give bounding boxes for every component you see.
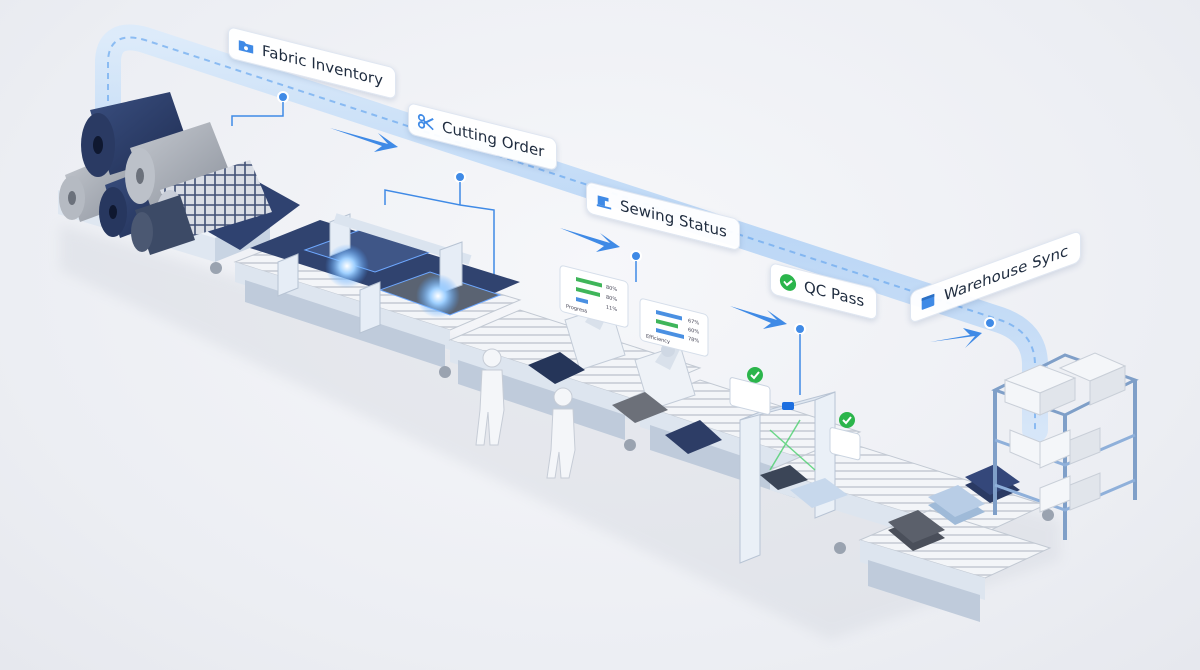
stage-label-qc: QC Pass (770, 262, 878, 321)
data-node (630, 250, 642, 262)
data-nodes (231, 91, 996, 395)
qc-screen (829, 427, 861, 461)
flow-arrow (330, 128, 398, 152)
flow-arrow (560, 228, 620, 252)
garment-navy (665, 420, 722, 454)
dashboard-efficiency: Efficiency 67% 60% 78% (639, 298, 709, 357)
cutting-machine (250, 213, 520, 334)
workers (475, 348, 576, 479)
folder-icon (238, 40, 254, 54)
svg-text:60%: 60% (688, 327, 699, 336)
svg-text:80%: 80% (606, 295, 617, 304)
stage-label-fabric: Fabric Inventory (228, 26, 396, 100)
dashboard-caption: Progress (566, 304, 588, 315)
garment-grey (612, 392, 668, 423)
qc-screen (729, 377, 771, 415)
fabric-roll-dark-bottom (131, 195, 195, 255)
garment-dark (760, 465, 808, 490)
check-circle-icon (779, 274, 797, 291)
data-flow-pipe (95, 24, 1048, 443)
sewing-machine-icon (596, 195, 612, 210)
qc-scanner-gate (729, 367, 861, 564)
folded-garments (888, 464, 1020, 551)
check-icon (839, 412, 855, 428)
worker (546, 387, 576, 479)
flow-arrows (330, 128, 982, 348)
worker (475, 348, 505, 446)
svg-text:67%: 67% (688, 318, 699, 327)
svg-text:80%: 80% (606, 285, 617, 294)
garment-jacket (528, 352, 585, 384)
fabric-station (58, 92, 300, 262)
box-icon (921, 293, 935, 310)
data-node (794, 323, 806, 335)
stage-label-sewing: Sewing Status (586, 181, 740, 252)
data-node (984, 317, 996, 329)
dashboard-progress: Progress 80% 80% 11% (559, 265, 629, 328)
data-node (454, 171, 466, 183)
garment-light (790, 478, 848, 508)
check-icon (747, 367, 763, 383)
storage-boxes (1003, 352, 1127, 513)
laser-glow (416, 274, 460, 318)
stage-label-cutting: Cutting Order (408, 102, 558, 172)
data-node (277, 91, 289, 103)
scissors-icon (417, 114, 434, 131)
laser-glow (325, 244, 369, 288)
flow-arrow (730, 306, 787, 329)
qc-beacon (782, 402, 794, 410)
svg-text:11%: 11% (606, 305, 617, 314)
stage-label-warehouse: Warehouse Sync (910, 229, 1082, 324)
warehouse-rack (991, 352, 1139, 540)
sewing-robots (528, 300, 722, 454)
dashboard-caption: Efficiency (646, 334, 670, 346)
svg-text:78%: 78% (688, 336, 699, 345)
flow-arrow (930, 328, 982, 348)
